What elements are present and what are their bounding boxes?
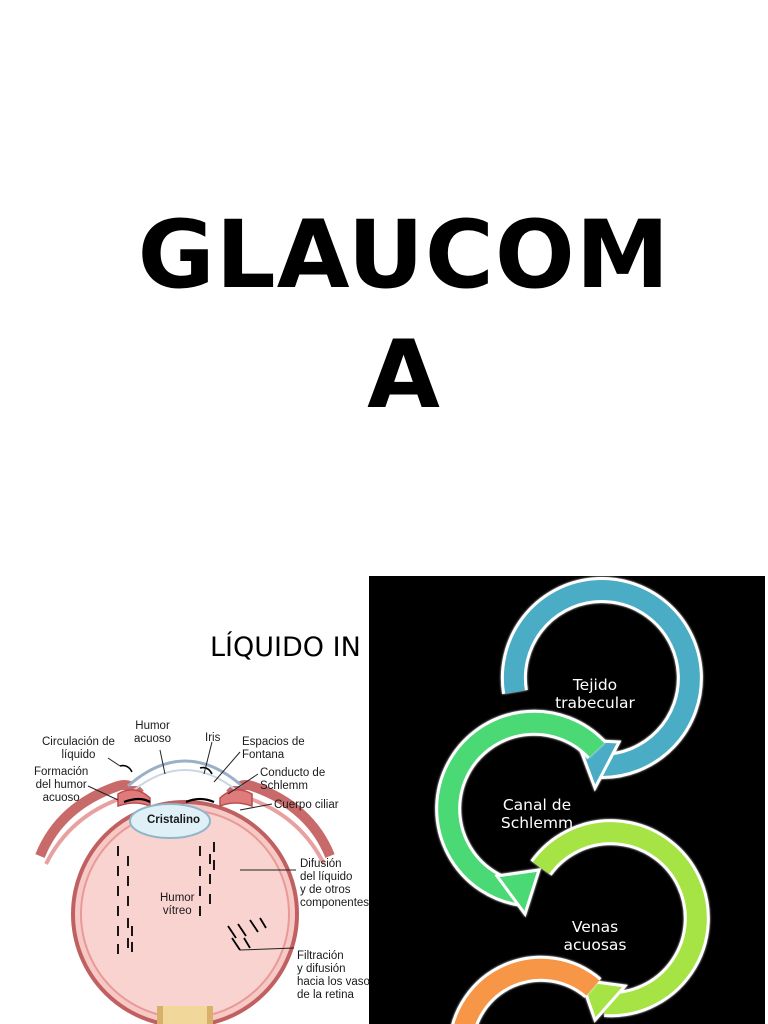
step-arc-3 bbox=[530, 819, 710, 1023]
label-difusion: Difusión del líquido y de otros componen… bbox=[300, 858, 370, 909]
step-label-tejido: Tejido trabecular bbox=[555, 676, 635, 712]
label-humor-acuoso: Humor acuoso bbox=[134, 720, 172, 745]
label-formacion: Formación del humor acuoso bbox=[34, 766, 89, 804]
eye-illustration bbox=[35, 741, 335, 1024]
label-conducto: Conducto de Schlemm bbox=[260, 767, 326, 792]
title-line-1: GLAUCOM bbox=[137, 201, 671, 310]
label-humor-vitreo: Humor vítreo bbox=[160, 892, 195, 917]
label-cristalino: Cristalino bbox=[147, 814, 201, 826]
step-arc-4 bbox=[451, 955, 602, 1024]
label-cuerpo-ciliar: Cuerpo ciliar bbox=[274, 799, 339, 811]
process-arrows bbox=[435, 577, 710, 1024]
slide-title: GLAUCOM A bbox=[0, 196, 768, 436]
label-filtracion: Filtración y difusión hacia los vasos de… bbox=[297, 950, 376, 1001]
title-line-2: A bbox=[367, 321, 441, 430]
step-arc-2 bbox=[435, 709, 607, 918]
eye-diagram: Circulación de líquido Formación del hum… bbox=[0, 706, 390, 1024]
label-circulacion: Circulación de líquido bbox=[42, 736, 115, 761]
step-label-venas: Venas acuosas bbox=[563, 918, 627, 954]
step-label-canal: Canal de Schlemm bbox=[500, 796, 574, 832]
label-iris: Iris bbox=[205, 732, 221, 744]
process-panel: Tejido trabecular Canal de Schlemm Venas… bbox=[369, 576, 765, 1024]
label-espacios: Espacios de Fontana bbox=[242, 736, 305, 761]
slide-subtitle: LÍQUIDO IN bbox=[210, 632, 361, 663]
